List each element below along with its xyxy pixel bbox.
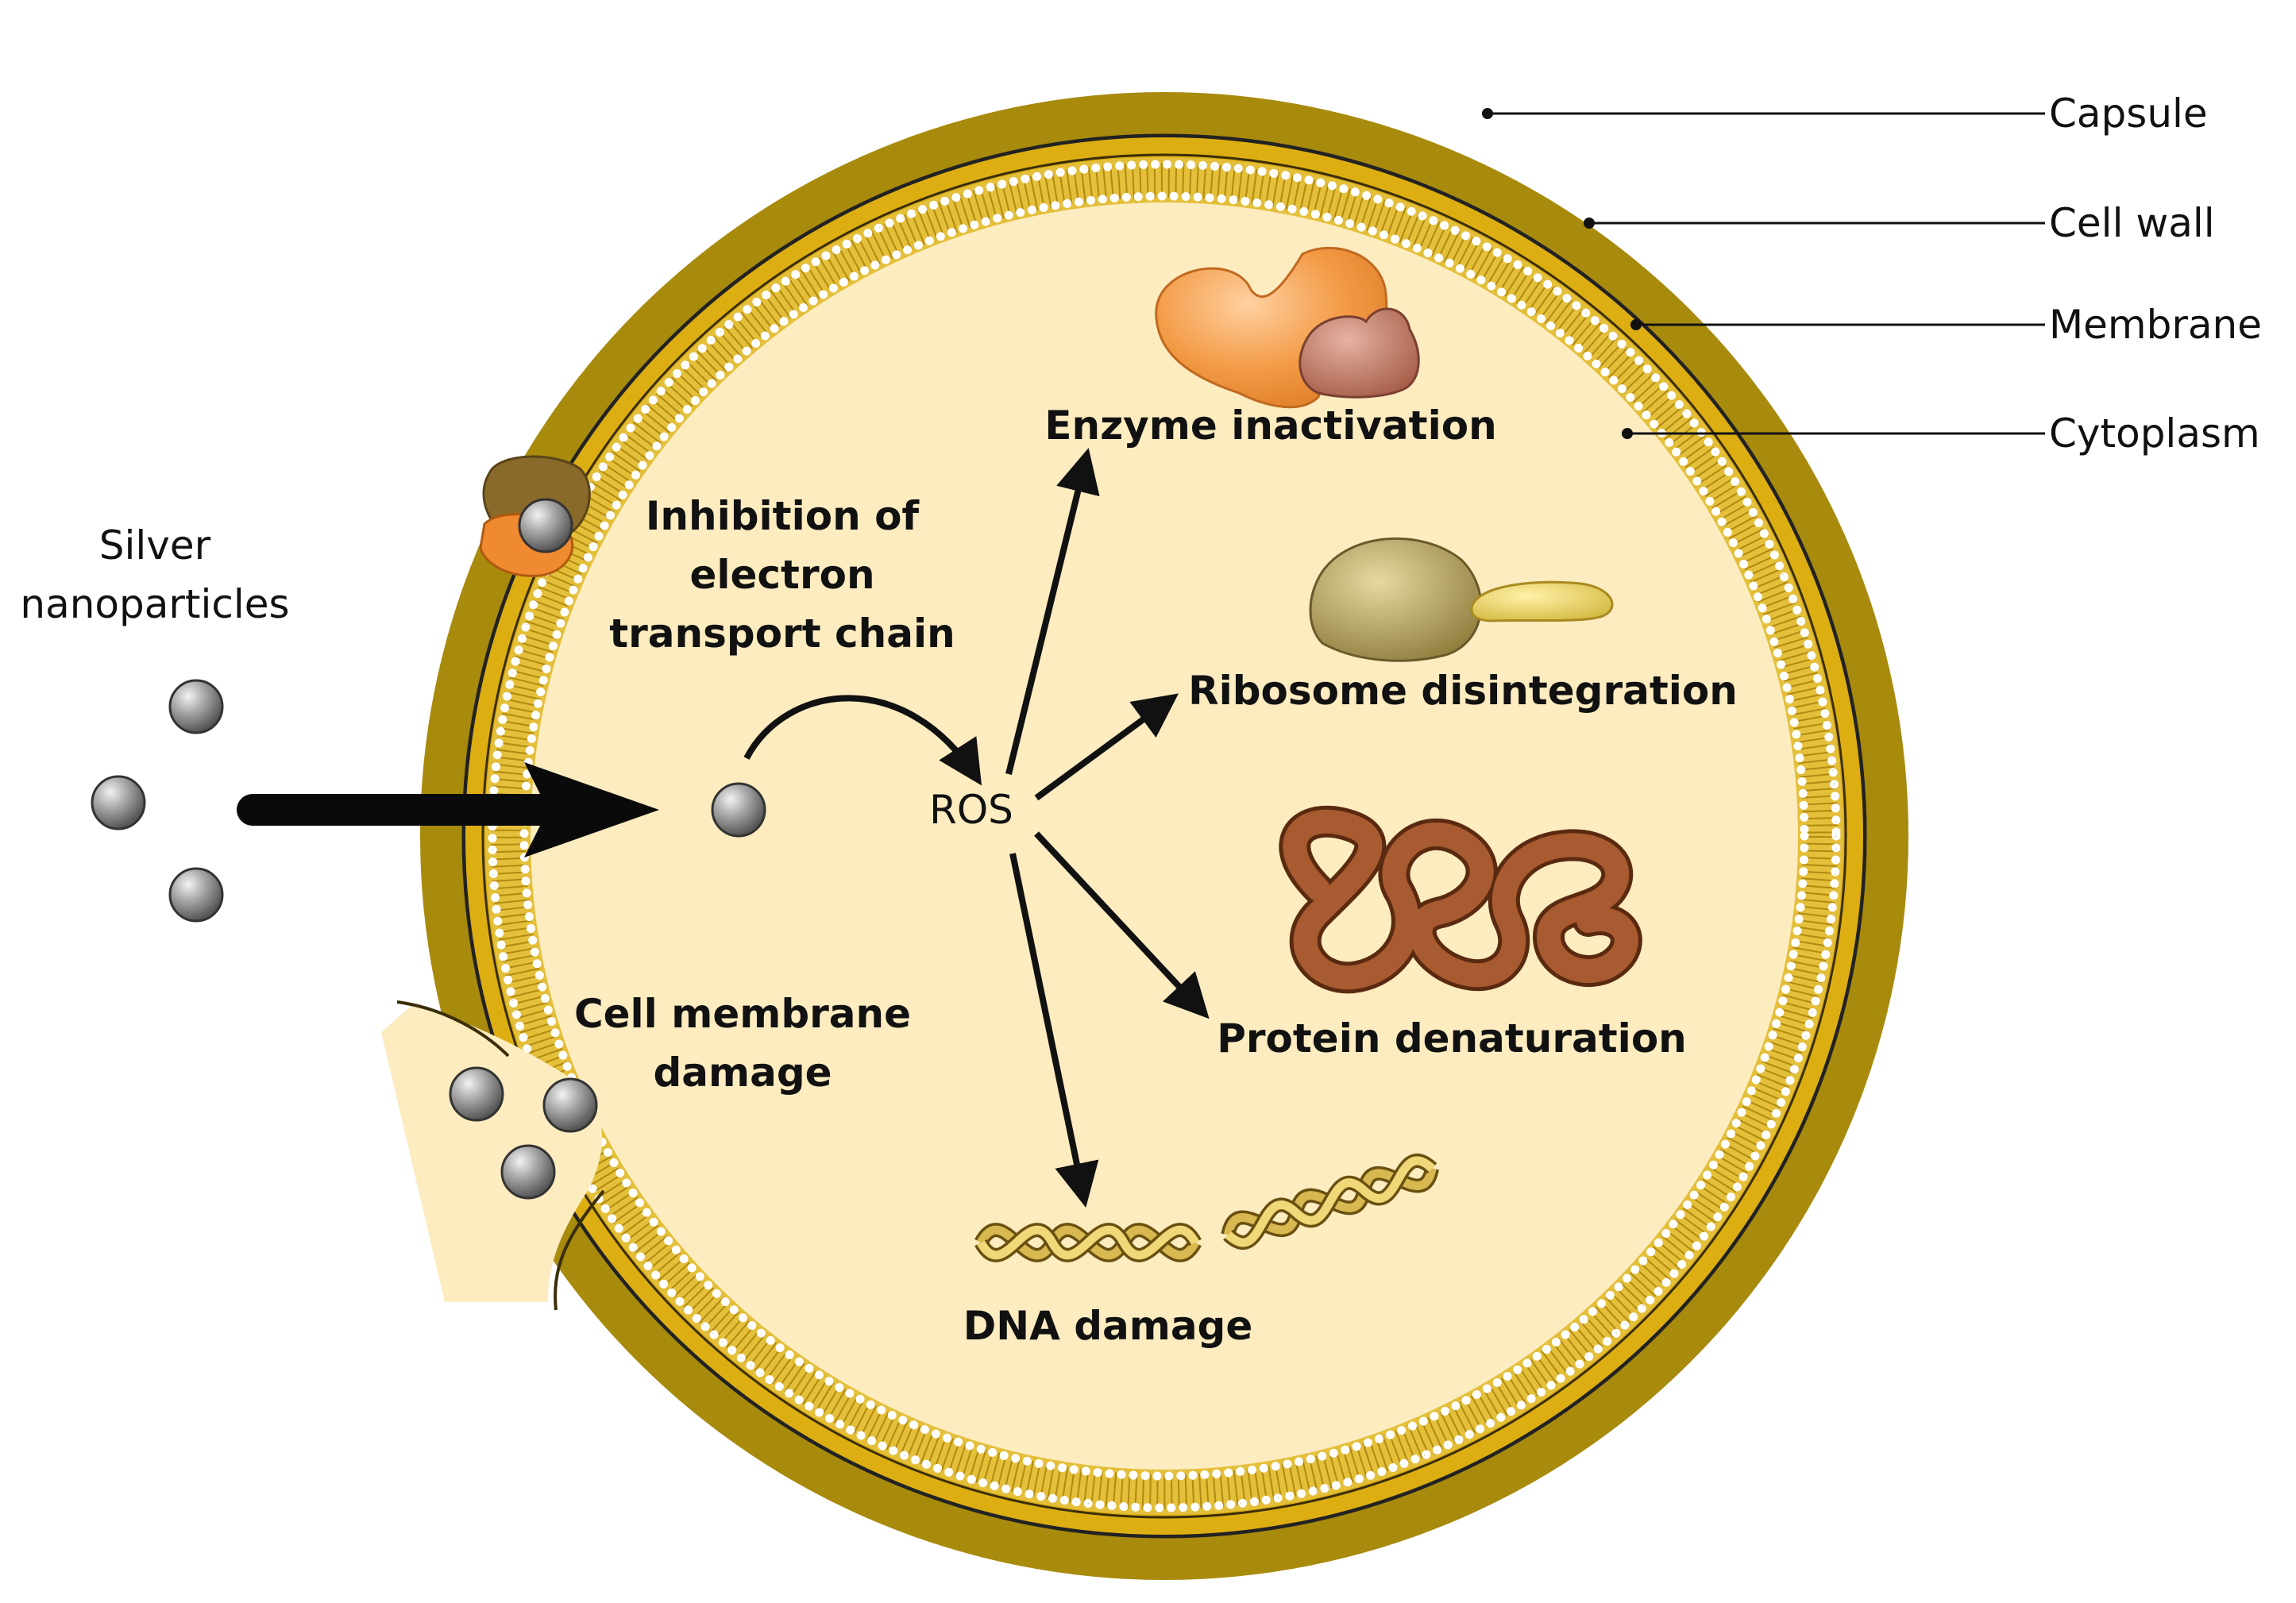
- silver-label-line1: Silver: [99, 522, 211, 568]
- silver-label-line2: nanoparticles: [20, 581, 289, 627]
- capsule-edge-line: [461, 133, 1867, 1539]
- nanoparticle: [449, 1066, 504, 1122]
- arrow-to-dna: [1009, 853, 1099, 1208]
- legend-membrane-label: Membrane: [2049, 302, 2262, 348]
- ribosome-large: [1309, 537, 1483, 662]
- membrane-tails: [491, 163, 1838, 1509]
- protein-coil: [1283, 809, 1638, 990]
- entry-arrow-head: [524, 762, 659, 857]
- dna-fragment-right: [1221, 1154, 1439, 1250]
- dna-label: DNA damage: [963, 1303, 1253, 1349]
- arrow-to-protein: [1034, 831, 1210, 1019]
- dna-strand-right-2-fill: [1225, 1156, 1435, 1247]
- entry-arrow: [237, 762, 659, 857]
- membrane-beads-outer-rim: [492, 164, 1837, 1509]
- ribosome-illustration: [1309, 537, 1614, 662]
- arrow-to-ros: [743, 695, 982, 786]
- protein-label: Protein denaturation: [1217, 1015, 1687, 1062]
- ros-arrows: [1005, 448, 1210, 1208]
- ros-label: ROS: [929, 787, 1013, 833]
- nanoparticle-bound: [518, 498, 573, 553]
- dna-fragment-left: [974, 1223, 1202, 1262]
- inhibition-label-line2: electron: [689, 552, 874, 598]
- nanoparticle: [542, 1077, 598, 1133]
- electron-transport-protein: [479, 455, 591, 577]
- dna-illustration: [974, 1154, 1439, 1262]
- legend-leaders: [1482, 108, 2045, 439]
- denatured-protein-illustration: [1279, 805, 1642, 994]
- arrow-to-enzyme: [1005, 448, 1100, 775]
- nanoparticle-inside: [711, 782, 766, 838]
- nanoparticle: [91, 775, 146, 830]
- damage-edge-upper: [396, 1000, 510, 1058]
- ribosome-label: Ribosome disintegration: [1188, 668, 1738, 714]
- membrane-damage-gap: [381, 1004, 603, 1302]
- nanoparticles-outside: [91, 679, 224, 923]
- dna-strand-left-2-fill: [977, 1225, 1199, 1260]
- membrane-damage-label-line2: damage: [653, 1050, 832, 1096]
- legend-cell-wall-label: Cell wall: [2049, 200, 2215, 246]
- wall-edge-line: [481, 153, 1847, 1519]
- nanoparticles-at-gap: [449, 1066, 598, 1200]
- damage-edge-lower: [554, 1189, 605, 1311]
- cytoplasm: [531, 202, 1798, 1470]
- arrow-to-ribosome: [1034, 693, 1179, 801]
- nanoparticle: [168, 679, 224, 734]
- inhibition-label-line3: transport chain: [609, 611, 955, 657]
- enzyme-illustration: [1155, 246, 1420, 409]
- legend-capsule-label: Capsule: [2049, 91, 2208, 137]
- membrane-damage-label-line1: Cell membrane: [574, 991, 911, 1037]
- bacterial-cell: [381, 92, 1908, 1580]
- legend-cytoplasm-label: Cytoplasm: [2049, 410, 2260, 457]
- inhibition-label-line1: Inhibition of: [646, 493, 920, 539]
- nanoparticle: [168, 867, 224, 923]
- membrane-beads-inner: [519, 191, 1809, 1481]
- nanoparticle: [500, 1144, 556, 1200]
- enzyme-label: Enzyme inactivation: [1044, 403, 1496, 449]
- enzyme-small: [1298, 307, 1420, 399]
- ribosome-small: [1470, 580, 1614, 622]
